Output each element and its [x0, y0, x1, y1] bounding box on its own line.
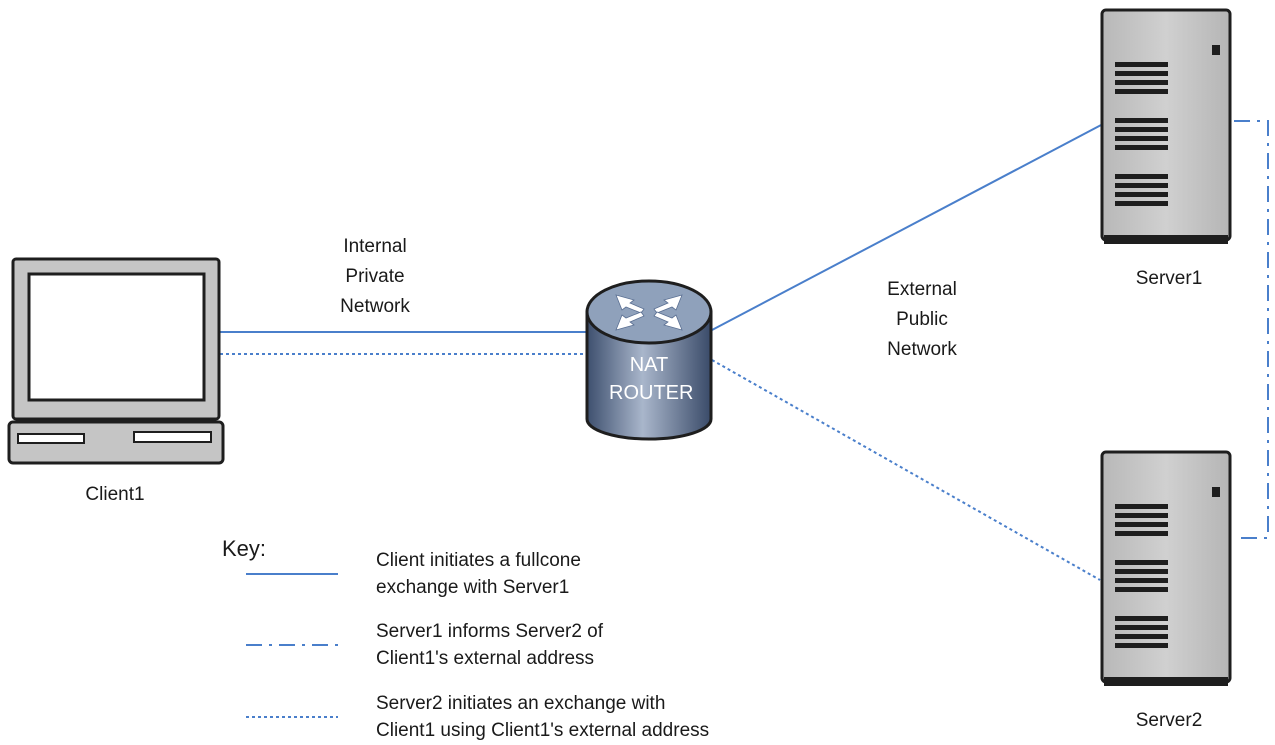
key-item-dashdot: Server1 informs Server2 of Client1's ext… [376, 621, 604, 669]
router-server1-solid-link [711, 123, 1104, 331]
server1-label: Server1 [1135, 268, 1203, 289]
key-item-dotted: Server2 initiates an exchange with Clien… [376, 693, 710, 741]
server1-tower-icon [1100, 8, 1232, 244]
laptop-icon [7, 257, 225, 465]
internal-network-label: Internal Private Network [340, 236, 410, 317]
key-item-solid: Client initiates a fullcone exchange wit… [376, 550, 581, 598]
server2-label: Server2 [1135, 710, 1203, 731]
router-server2-dotted-link [711, 359, 1101, 581]
server2-tower-icon [1100, 450, 1232, 686]
key-title: Key: [222, 536, 267, 561]
client1-label: Client1 [85, 484, 145, 505]
server1-server2-dashdot-link [1234, 120, 1269, 539]
router-icon [585, 279, 713, 441]
external-network-label: External Public Network [887, 279, 957, 360]
router-label: NAT ROUTER [609, 354, 694, 404]
